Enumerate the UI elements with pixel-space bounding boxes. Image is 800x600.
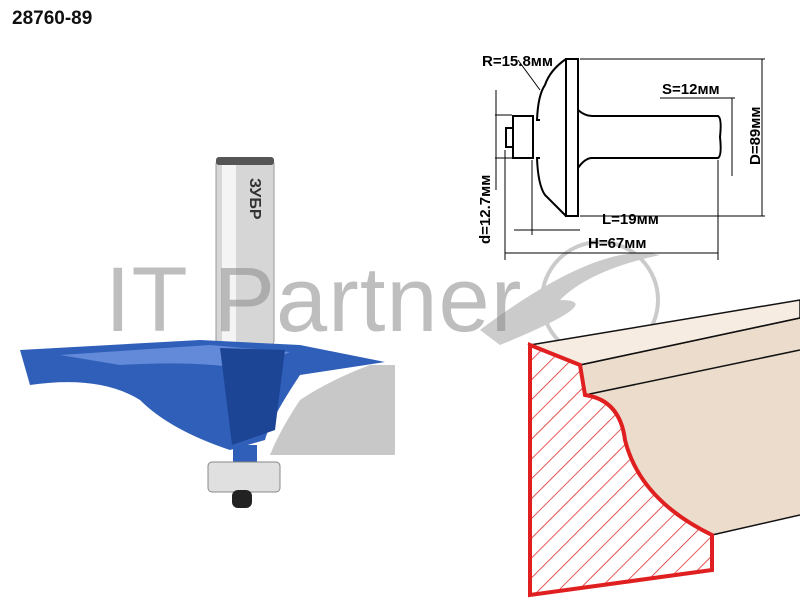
total-length-label: H=67мм bbox=[588, 235, 646, 252]
brand-label: ЗУБР bbox=[246, 178, 263, 220]
shank-label: S=12мм bbox=[662, 81, 720, 98]
product-code: 28760-89 bbox=[12, 8, 93, 29]
watermark-text: IT Partner bbox=[105, 249, 523, 351]
router-bit-image: ЗУБР bbox=[20, 157, 395, 508]
cut-length-label: L=19мм bbox=[602, 211, 659, 228]
diameter-label: D=89мм bbox=[747, 107, 764, 165]
technical-drawing bbox=[495, 58, 765, 260]
bearing-label: d=12.7мм bbox=[477, 175, 494, 244]
radius-label: R=15.8мм bbox=[482, 53, 553, 70]
wood-profile bbox=[527, 299, 800, 598]
